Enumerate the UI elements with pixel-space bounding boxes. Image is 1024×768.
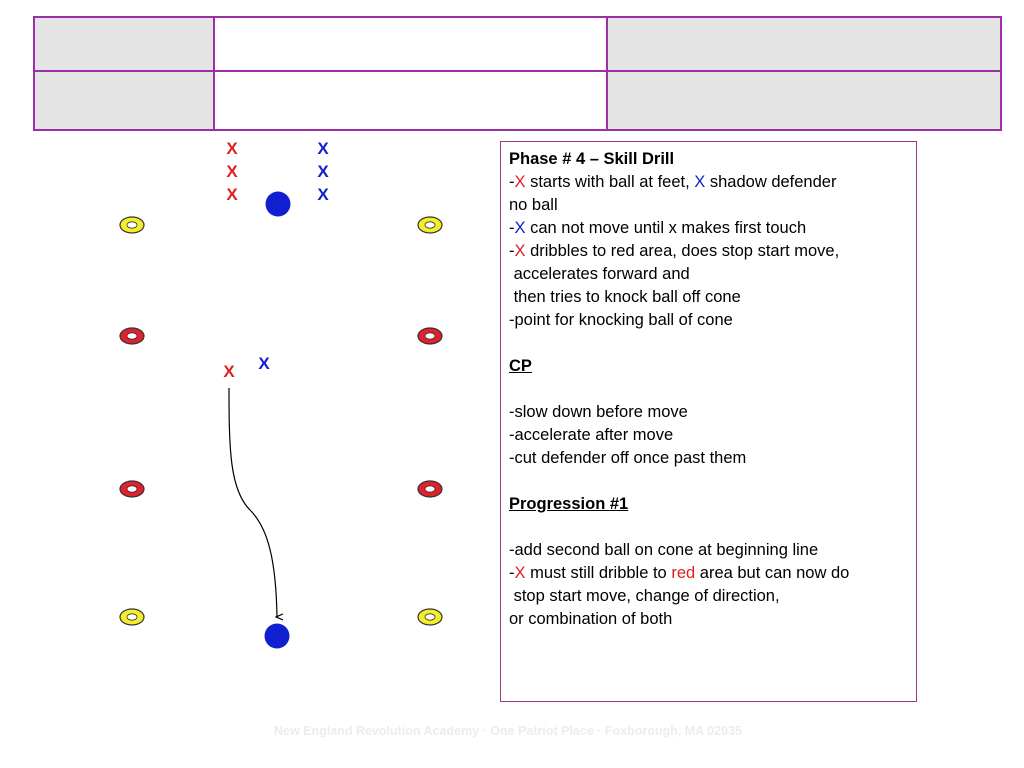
header-cell-1-1	[33, 16, 215, 72]
cone-red-upper-left	[119, 327, 145, 345]
active-attacker-x: X	[223, 362, 235, 381]
ball-end	[264, 623, 290, 649]
progression-line-1: -add second ball on cone at beginning li…	[509, 541, 819, 559]
defender-x-3: X	[317, 185, 329, 204]
header-table	[33, 16, 1002, 131]
attacker-x-2: X	[226, 162, 238, 181]
cone-yellow-top-right	[417, 216, 443, 234]
coaching-point-1: -slow down before move	[509, 403, 688, 421]
active-defender-x: X	[258, 354, 270, 373]
header-cell-2-3	[606, 70, 1002, 131]
panel-title: Phase # 4 – Skill Drill	[509, 150, 675, 168]
attacker-x-1: X	[226, 139, 238, 158]
instruction-line-6: then tries to knock ball off cone	[509, 288, 741, 306]
cone-yellow-bottom-right	[417, 608, 443, 626]
instruction-line-2: no ball	[509, 196, 558, 214]
footer-address: New England Revolution Academy · One Pat…	[274, 724, 742, 738]
progression-line-4: or combination of both	[509, 610, 673, 628]
progression-line-2: -X must still dribble to red area but ca…	[509, 564, 850, 582]
instruction-line-7: -point for knocking ball of cone	[509, 311, 733, 329]
instruction-line-4: -X dribbles to red area, does stop start…	[509, 242, 840, 260]
progression-line-3: stop start move, change of direction,	[509, 587, 780, 605]
header-cell-1-2	[213, 16, 608, 72]
cone-red-lower-right	[417, 480, 443, 498]
header-cell-2-2	[213, 70, 608, 131]
header-cell-1-3	[606, 16, 1002, 72]
coaching-point-2: -accelerate after move	[509, 426, 674, 444]
cone-red-lower-left	[119, 480, 145, 498]
dribble-path-arrow	[228, 387, 277, 617]
progression-heading: Progression #1	[509, 495, 629, 513]
coaching-points-heading: CP	[509, 357, 532, 375]
cone-yellow-top-left	[119, 216, 145, 234]
cone-yellow-bottom-left	[119, 608, 145, 626]
instruction-line-1: -X starts with ball at feet, X shadow de…	[509, 173, 837, 191]
defender-x-1: X	[317, 139, 329, 158]
attacker-x-3: X	[226, 185, 238, 204]
header-cell-2-1	[33, 70, 215, 131]
ball-start	[265, 191, 291, 217]
coaching-point-3: -cut defender off once past them	[509, 449, 747, 467]
defender-x-2: X	[317, 162, 329, 181]
instructions-panel: Phase # 4 – Skill Drill -X starts with b…	[500, 141, 917, 702]
cone-red-upper-right	[417, 327, 443, 345]
instruction-line-5: accelerates forward and	[509, 265, 690, 283]
instruction-line-3: -X can not move until x makes first touc…	[509, 219, 807, 237]
